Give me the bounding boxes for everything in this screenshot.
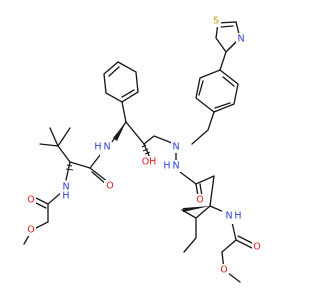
- thiazole-inner-double-bond: [220, 25, 234, 28]
- right-carbamate-bonds: [221, 221, 241, 283]
- left-benzyl-bond: [121, 101, 127, 123]
- nh-bottom-n-atom: N: [62, 182, 69, 193]
- n-ch2-bond: [143, 135, 173, 145]
- nh-left-n-atom: N: [103, 142, 110, 153]
- right-phenyl-ring: [195, 69, 239, 113]
- nh-left-h-atom: H: [94, 142, 101, 153]
- isoleucine-side-chain: [181, 205, 211, 253]
- right-amide-bonds: [179, 171, 215, 185]
- bonds: [23, 21, 255, 283]
- left-carbamate-co-double: [33, 197, 49, 209]
- left-alpha-carbon-bond: [69, 161, 91, 169]
- n-hydrazine-1-atom: N: [172, 142, 179, 153]
- right-alpha-nh-bond: [209, 205, 225, 213]
- backbone-ch-choh: [125, 121, 145, 145]
- stereo-wedge-left: [113, 122, 126, 141]
- left-phenyl-inner: [108, 66, 135, 98]
- o-carbamate-left-ester-atom: O: [27, 225, 34, 236]
- h-hydrazine-atom: H: [163, 161, 170, 172]
- o-amide-left-atom: O: [106, 181, 113, 192]
- nh-bottom-h-atom: H: [62, 191, 69, 202]
- n-hydrazine-2-atom: N: [172, 161, 179, 172]
- o-hydroxyl-atom: OH: [142, 157, 157, 168]
- left-phenyl-ring: [103, 61, 139, 103]
- molecule-structure-diagram: S N N N H N H N H N H OH O O O O O O: [23, 15, 262, 283]
- right-phenyl-inner: [198, 76, 235, 109]
- o-carbamate-left-eq-atom: O: [27, 195, 34, 206]
- right-alpha-carbon-bond: [209, 175, 215, 207]
- n-thiazole-atom: N: [237, 34, 244, 45]
- o-carbamate-right-ester-atom: O: [220, 265, 227, 276]
- left-amide-co: [89, 167, 109, 183]
- thiazole-inner-double-bond-2: [227, 40, 238, 51]
- stereo-hash-bonds: [65, 144, 151, 171]
- right-carbamate-co-double: [235, 235, 255, 249]
- s-thiazole-atom: S: [213, 16, 219, 27]
- o-carbamate-right-eq-atom: O: [253, 242, 260, 253]
- nh-right-n-atom: N: [225, 211, 232, 222]
- left-amide-co-double: [91, 171, 107, 185]
- o-amide-right-atom: O: [196, 195, 203, 206]
- thiazole-phenyl-bond: [219, 51, 227, 71]
- atom-labels: S N N N H N H N H N H OH O O O O O O: [26, 15, 262, 276]
- nh-right-h-atom: H: [234, 211, 241, 222]
- benzyl-ch2-bond: [191, 111, 215, 145]
- stereo-wedge-right: [183, 206, 210, 212]
- hydroxyl-bond: [143, 143, 151, 159]
- tert-butyl-bonds: [39, 127, 71, 163]
